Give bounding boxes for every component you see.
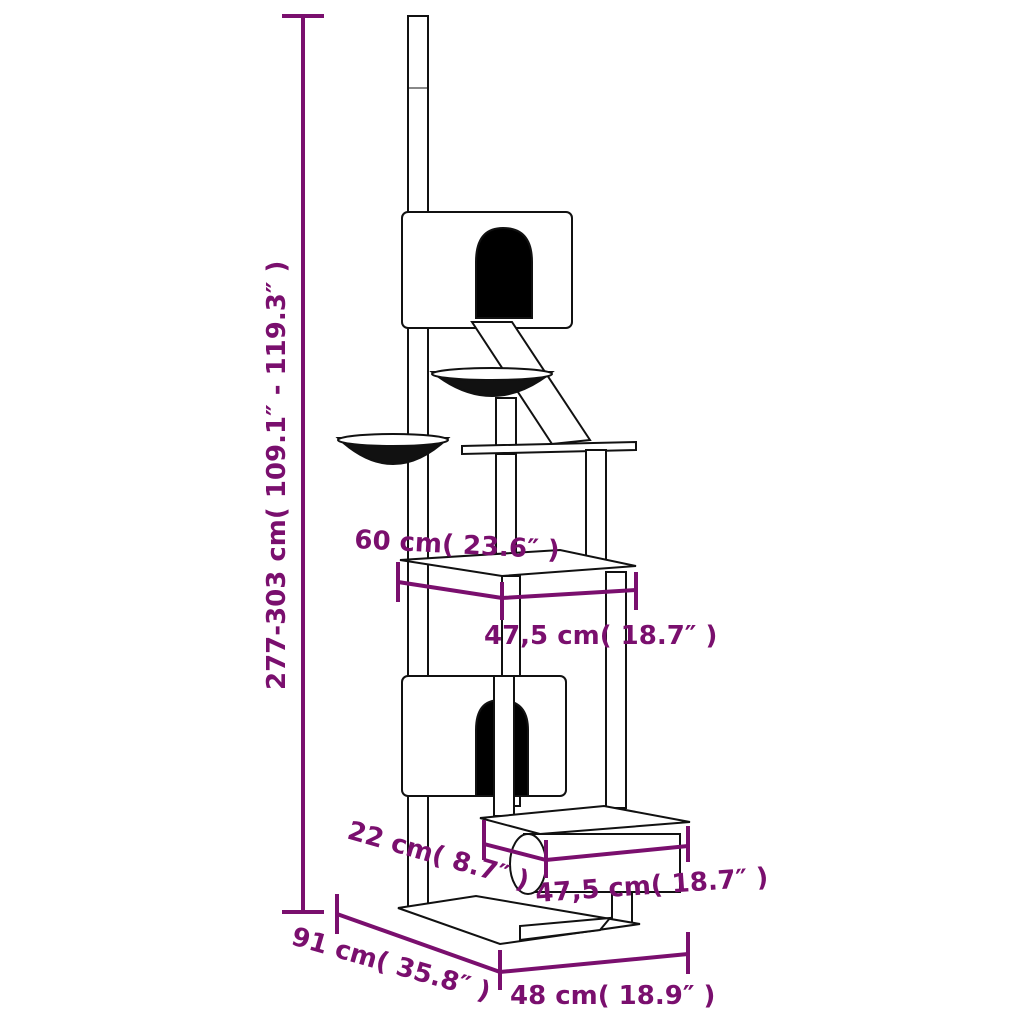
upper-platform [461,440,637,456]
height-label: 277-303 cm( 109.1″ - 119.3″ ) [262,261,292,690]
lower-platform [479,804,691,836]
platform-depth-label: 47,5 cm( 18.7″ ) [484,621,717,651]
middle-platform [399,548,637,578]
tunnel [523,833,681,893]
top-condo-entrance [475,226,533,319]
cat-tree-drawing [335,15,691,946]
dimension-lines [282,14,690,990]
ceiling-pole [407,15,429,217]
platform-width-label: 60 cm( 23.6″ ) [354,525,561,566]
base-width-label: 48 cm( 18.9″ ) [510,981,715,1011]
main-pole [407,319,429,911]
lower-depth-label: 22 cm( 8.7″ ) [344,816,532,896]
